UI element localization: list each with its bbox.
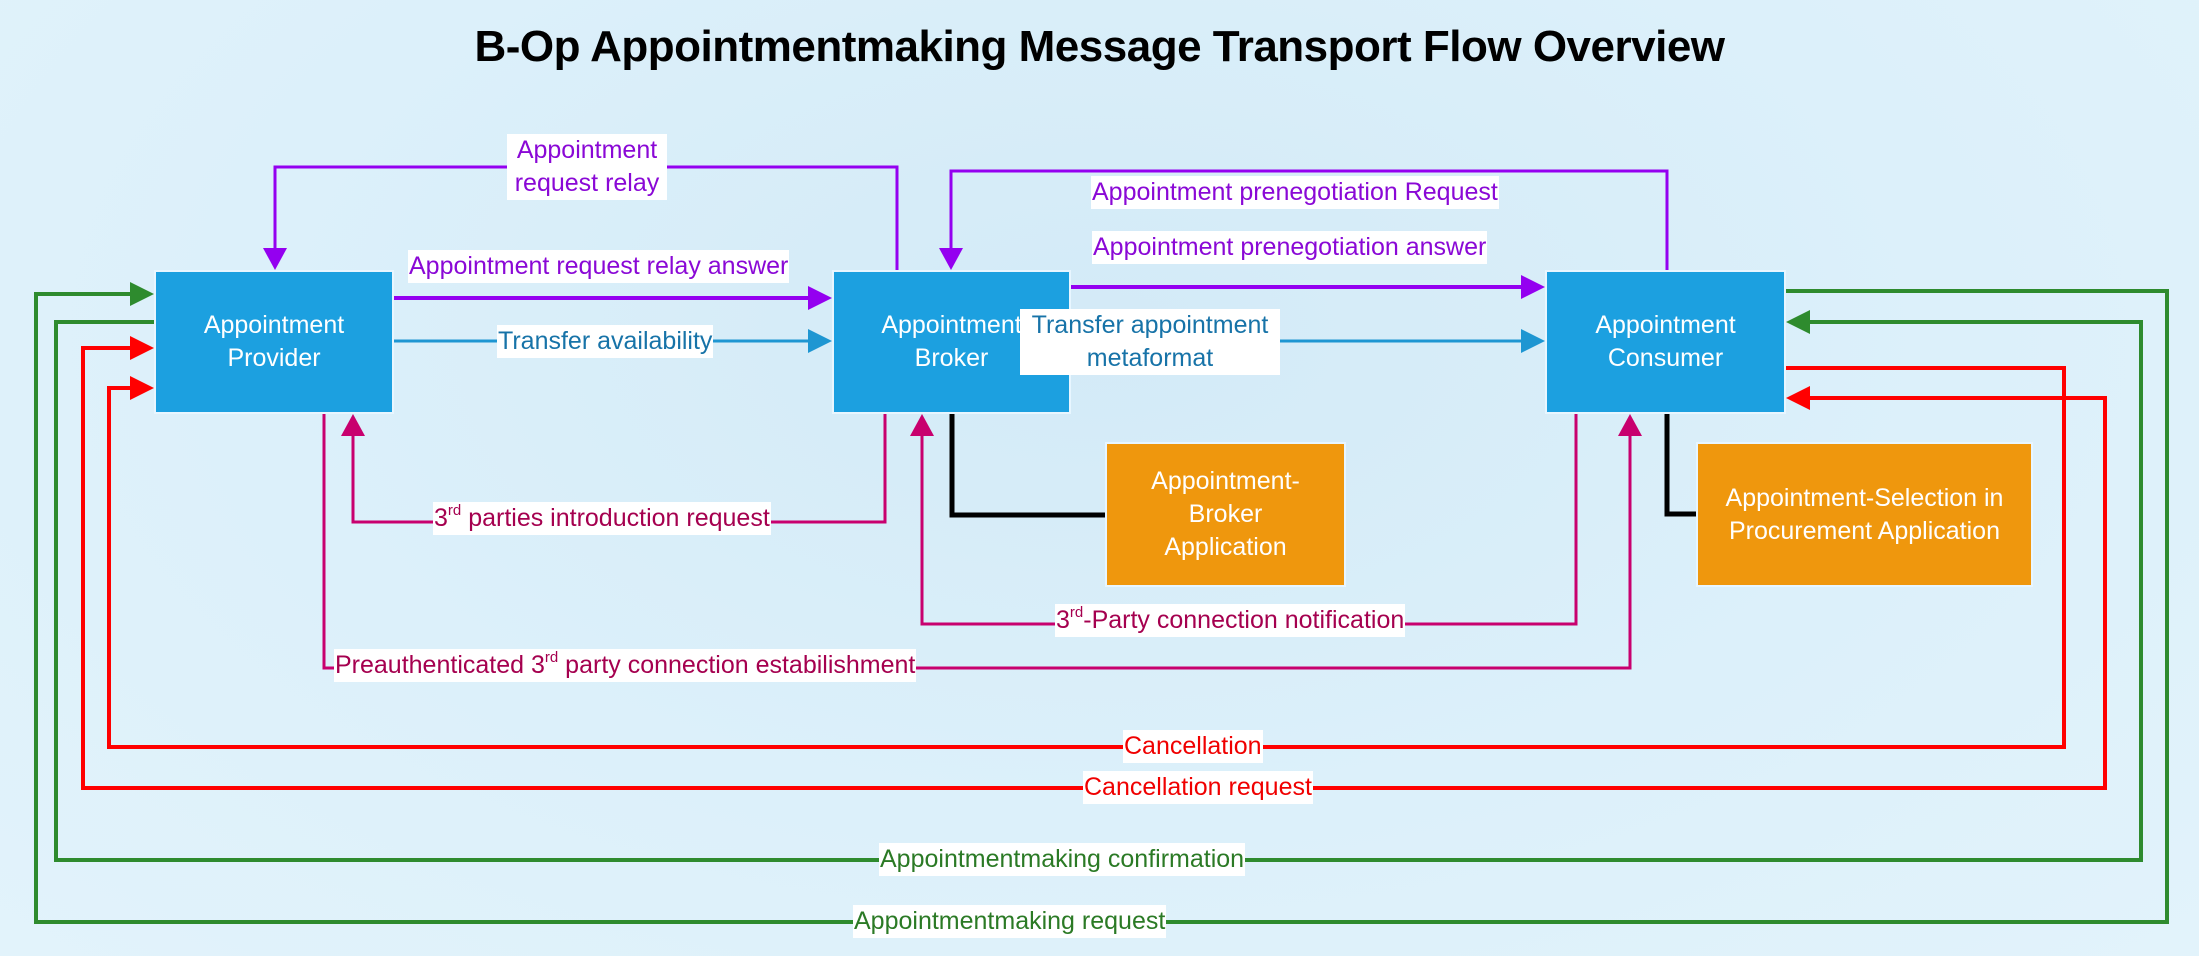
connector-prenegotiation-request [949,169,1669,270]
node-label: Appointment Broker [881,311,1022,372]
node-appointment-provider[interactable]: Appointment Provider [154,270,394,414]
node-appointment-consumer[interactable]: Appointment Consumer [1545,270,1786,414]
arrowhead-left-icon [1786,310,1810,334]
node-label: Appointment Consumer [1595,311,1736,372]
label-am-request: Appointmentmaking request [853,905,1167,938]
connector-consumer-app [1664,413,1698,517]
arrowhead-left-icon [1786,386,1810,410]
label-transfer-metaformat: Transfer appointment metaformat [1020,309,1280,375]
label-request-relay-answer: Appointment request relay answer [408,250,790,283]
node-label: Appointment Provider [203,311,345,372]
node-appointment-broker[interactable]: Appointment Broker [832,270,1071,414]
arrowhead-up-icon [1618,414,1642,436]
label-transfer-availability: Transfer availability [497,325,714,358]
label-request-relay: Appointment request relay [507,134,667,200]
label-prenegotiation-answer: Appointment prenegotiation answer [1092,231,1488,264]
arrowhead-right-icon [1521,275,1545,299]
arrowhead-right-icon [130,376,154,400]
label-confirmation: Appointmentmaking confirmation [879,843,1246,876]
label-third-party-notification: 3rd-Party connection notification [1055,604,1406,637]
arrowhead-right-icon [808,286,832,310]
label-prenegotiation-request: Appointment prenegotiation Request [1091,176,1499,209]
node-broker-application[interactable]: Appointment- Broker Application [1105,442,1346,587]
connector-preauth-connection [322,413,1632,670]
arrowhead-right-icon [130,282,154,306]
diagram-title: B-Op Appointmentmaking Message Transport… [474,22,1725,71]
label-cancellation: Cancellation [1123,730,1263,763]
arrowhead-up-icon [910,414,934,436]
label-cancellation-request: Cancellation request [1083,771,1313,804]
arrowhead-right-icon [1521,329,1545,353]
node-label: Appointment-Selection in Procurement App… [1725,483,2004,545]
connector-broker-app [949,413,1106,518]
connector-cancellation [107,366,2066,749]
label-preauth-connection: Preauthenticated 3rd party connection es… [334,649,917,682]
arrowhead-up-icon [341,414,365,436]
arrowhead-down-icon [263,248,287,270]
node-label: Appointment- Broker Application [1151,467,1300,561]
node-consumer-application[interactable]: Appointment-Selection in Procurement App… [1696,442,2033,587]
label-third-parties-intro: 3rd parties introduction request [433,502,771,535]
arrowhead-right-icon [808,329,832,353]
arrowhead-down-icon [939,248,963,270]
arrowhead-right-icon [130,336,154,360]
